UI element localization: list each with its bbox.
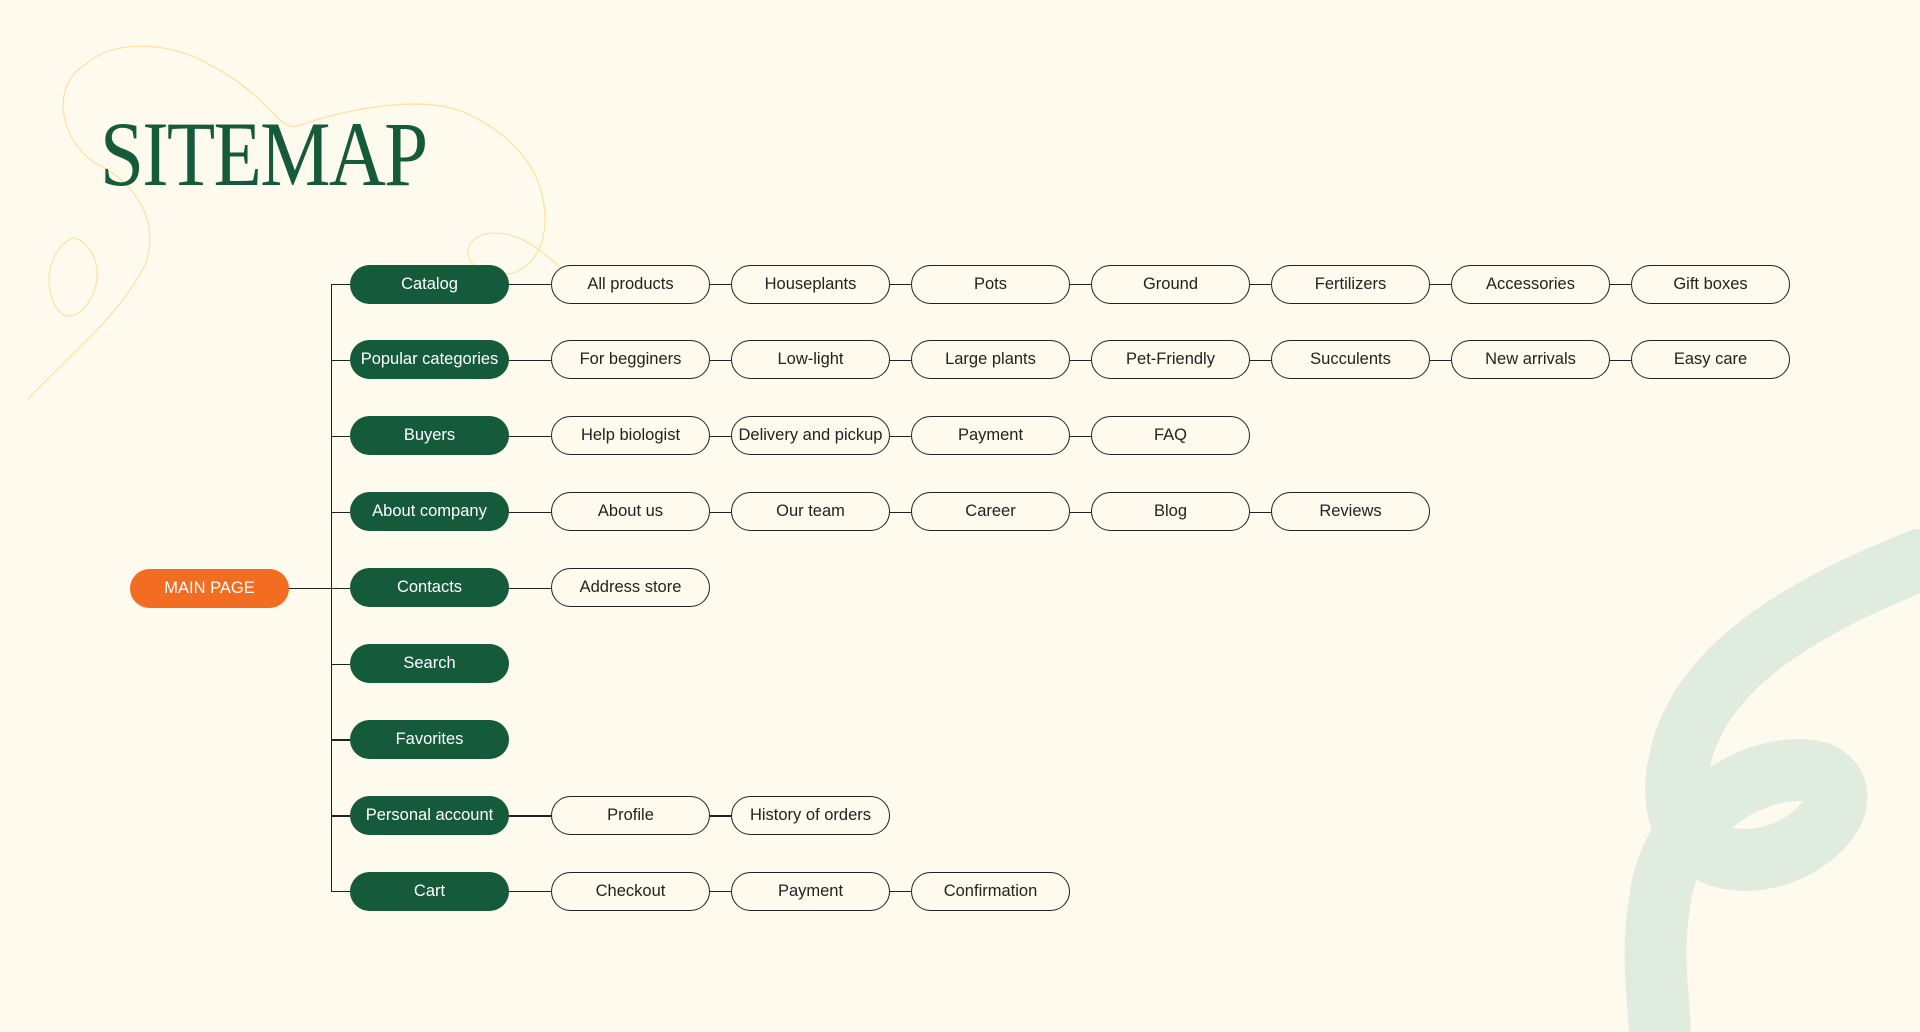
page-node[interactable]: Profile — [551, 795, 710, 835]
connector-line — [1070, 284, 1091, 286]
connector-line — [890, 511, 911, 513]
page-node[interactable]: Delivery and pickup — [731, 416, 890, 456]
page-title: SITEMAP — [100, 103, 428, 205]
section-node-personal-account[interactable]: Personal account — [350, 795, 509, 835]
connector-line — [289, 588, 331, 590]
connector-line — [509, 435, 551, 438]
connector-line — [331, 739, 350, 741]
connector-line — [1070, 511, 1091, 513]
connector-line — [509, 284, 551, 286]
page-node[interactable]: Payment — [731, 871, 890, 911]
page-node[interactable]: Ground — [1091, 264, 1250, 304]
connector-line — [1250, 359, 1271, 362]
connector-line — [1250, 284, 1271, 286]
connector-line — [331, 435, 350, 438]
connector-line — [710, 815, 731, 817]
page-node[interactable]: Fertilizers — [1271, 264, 1430, 304]
page-node[interactable]: New arrivals — [1451, 340, 1610, 380]
connector-line — [710, 511, 731, 513]
connector-line — [509, 587, 551, 589]
connector-line — [331, 284, 350, 286]
connector-line — [710, 359, 731, 362]
page-node[interactable]: Pots — [911, 264, 1070, 304]
page-node[interactable]: Blog — [1091, 492, 1250, 532]
page-node[interactable]: Low-light — [731, 340, 890, 380]
connector-line — [1250, 511, 1271, 513]
connector-line — [331, 663, 350, 665]
page-node[interactable]: Houseplants — [731, 264, 890, 304]
yellow-squiggle-decoration — [27, 45, 591, 400]
page-node[interactable]: Easy care — [1631, 340, 1790, 380]
page-node[interactable]: Our team — [731, 492, 890, 532]
connector-line — [890, 435, 911, 438]
connector-line — [1610, 359, 1631, 362]
connector-line — [1430, 284, 1451, 286]
page-node[interactable]: Confirmation — [911, 871, 1070, 911]
green-loop-decoration — [1624, 529, 1920, 1032]
page-node[interactable]: About us — [551, 492, 710, 532]
page-node[interactable]: Pet-Friendly — [1091, 340, 1250, 380]
connector-line — [710, 435, 731, 438]
section-node-catalog[interactable]: Catalog — [350, 264, 509, 304]
connector-line — [890, 359, 911, 362]
section-node-popular-categories[interactable]: Popular categories — [350, 340, 509, 380]
main-page-node[interactable]: MAIN PAGE — [130, 568, 289, 608]
section-node-favorites[interactable]: Favorites — [350, 719, 509, 759]
connector-line — [1430, 359, 1451, 362]
page-node[interactable]: Checkout — [551, 871, 710, 911]
connector-line — [509, 891, 551, 893]
section-node-contacts[interactable]: Contacts — [350, 568, 509, 608]
page-node[interactable]: Payment — [911, 416, 1070, 456]
page-node[interactable]: Gift boxes — [1631, 264, 1790, 304]
connector-line — [710, 284, 731, 286]
page-node[interactable]: Accessories — [1451, 264, 1610, 304]
connector-line — [509, 511, 551, 513]
connector-line — [509, 359, 551, 362]
section-node-buyers[interactable]: Buyers — [350, 416, 509, 456]
page-node[interactable]: All products — [551, 264, 710, 304]
connector-line — [331, 815, 350, 817]
page-node[interactable]: History of orders — [731, 795, 890, 835]
connector-line — [509, 815, 551, 817]
page-node[interactable]: Address store — [551, 568, 710, 608]
connector-line — [331, 359, 350, 362]
connector-line — [1610, 284, 1631, 286]
page-node[interactable]: For begginers — [551, 340, 710, 380]
section-node-search[interactable]: Search — [350, 644, 509, 683]
connector-line — [331, 891, 350, 893]
page-node[interactable]: Help biologist — [551, 416, 710, 456]
connector-line — [1070, 359, 1091, 362]
connector-line — [890, 284, 911, 286]
page-node[interactable]: Succulents — [1271, 340, 1430, 380]
page-node[interactable]: FAQ — [1091, 416, 1250, 456]
page-node[interactable]: Large plants — [911, 340, 1070, 380]
connector-line — [710, 891, 731, 893]
section-node-cart[interactable]: Cart — [350, 871, 509, 911]
connector-line — [1070, 435, 1091, 438]
section-node-about-company[interactable]: About company — [350, 492, 509, 532]
page-node[interactable]: Career — [911, 492, 1070, 532]
connector-line — [331, 511, 350, 513]
page-node[interactable]: Reviews — [1271, 492, 1430, 532]
connector-line — [890, 891, 911, 893]
connector-line — [331, 587, 350, 589]
